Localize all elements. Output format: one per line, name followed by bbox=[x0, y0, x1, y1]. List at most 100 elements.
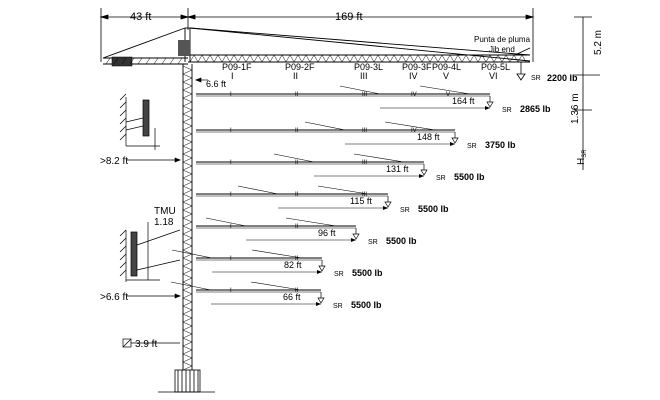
counterjib-length-label: 43 ft bbox=[130, 11, 151, 23]
lattice-member bbox=[373, 54, 379, 63]
lattice-member bbox=[345, 54, 351, 63]
tie-line bbox=[317, 185, 369, 195]
dimension-arrow bbox=[317, 270, 322, 274]
row-section-roman: III bbox=[362, 92, 367, 98]
lattice-member bbox=[333, 54, 339, 63]
lattice-member bbox=[377, 54, 383, 63]
lattice-member bbox=[477, 54, 483, 63]
mast-section-symbol bbox=[122, 338, 180, 348]
row-section-roman: I bbox=[230, 224, 232, 230]
config-load-label: 3750 lb bbox=[485, 140, 516, 150]
lattice-member bbox=[182, 197, 193, 203]
lattice-member bbox=[153, 57, 159, 65]
lattice-member bbox=[493, 54, 499, 63]
lattice-member bbox=[245, 54, 251, 63]
lattice-member bbox=[182, 161, 193, 167]
hook-offset-dimension bbox=[195, 77, 208, 83]
lattice-member bbox=[182, 133, 193, 139]
lattice-member bbox=[445, 54, 451, 63]
tower-mast bbox=[182, 64, 193, 370]
lattice-member bbox=[182, 285, 193, 291]
config-sr-label: SR bbox=[502, 107, 512, 114]
lattice-member bbox=[317, 54, 323, 63]
config-length-label: 115 ft bbox=[350, 196, 372, 206]
lattice-member bbox=[182, 229, 193, 235]
config-length-label: 66 ft bbox=[283, 292, 301, 302]
lattice-member bbox=[369, 54, 375, 63]
lattice-member bbox=[349, 54, 355, 63]
row-section-roman: I bbox=[230, 192, 232, 198]
lattice-member bbox=[182, 313, 193, 319]
mast-lattice bbox=[182, 65, 193, 371]
tie-line bbox=[237, 185, 279, 195]
lattice-member bbox=[182, 301, 193, 307]
lattice-member bbox=[393, 54, 399, 63]
section-code: P09-2F bbox=[285, 62, 315, 72]
lattice-member bbox=[353, 54, 359, 63]
hook-icon bbox=[384, 201, 392, 208]
lattice-member bbox=[233, 54, 239, 63]
lattice-member bbox=[182, 345, 193, 351]
hook-icon bbox=[420, 169, 428, 176]
hook-icon bbox=[318, 265, 326, 272]
tmu-label: TMU bbox=[154, 206, 176, 217]
lattice-member bbox=[357, 54, 363, 63]
lattice-member bbox=[501, 54, 507, 63]
lattice-member bbox=[129, 57, 135, 65]
lattice-member bbox=[182, 221, 193, 227]
hook-offset-label: 6.6 ft bbox=[206, 79, 227, 89]
lattice-member bbox=[182, 325, 193, 331]
counterweight-block bbox=[111, 56, 133, 67]
crane-jib-structure bbox=[102, 27, 531, 65]
hook-icon bbox=[317, 297, 325, 304]
dimension-arrow bbox=[485, 106, 490, 110]
lattice-member bbox=[182, 321, 193, 327]
lattice-member bbox=[182, 365, 193, 371]
lattice-member bbox=[182, 289, 193, 295]
lattice-member bbox=[182, 65, 193, 71]
lattice-member bbox=[281, 54, 287, 63]
lattice-member bbox=[413, 54, 419, 63]
lattice-member bbox=[285, 54, 291, 63]
lattice-member bbox=[237, 54, 243, 63]
section-roman: VI bbox=[489, 71, 498, 81]
row-section-roman: IV bbox=[411, 128, 417, 134]
row-section-roman: IV bbox=[411, 92, 417, 98]
dimension-arrow bbox=[351, 238, 356, 242]
wall-tie-bottom bbox=[119, 222, 181, 282]
lattice-member bbox=[405, 54, 411, 63]
lattice-member bbox=[177, 57, 183, 65]
lattice-member bbox=[182, 245, 193, 251]
jib-length-label: 169 ft bbox=[335, 11, 363, 23]
row-section-roman: II bbox=[295, 192, 299, 198]
config-load-label: 5500 lb bbox=[386, 236, 417, 246]
tie-line bbox=[304, 121, 346, 131]
lattice-member bbox=[189, 54, 195, 63]
lattice-member bbox=[517, 54, 523, 63]
section-roman: II bbox=[293, 71, 298, 81]
dimension-lines-right bbox=[574, 16, 600, 170]
config-load-label: 5500 lb bbox=[454, 172, 485, 182]
lattice-member bbox=[182, 153, 193, 159]
lattice-member bbox=[389, 54, 395, 63]
mid-height-label: 1.36 m bbox=[570, 93, 581, 124]
tmu-value: 1.18 bbox=[154, 217, 174, 228]
slewing-unit bbox=[178, 40, 190, 56]
lattice-member bbox=[182, 281, 193, 287]
lattice-member bbox=[182, 149, 193, 155]
config-load-label: 5500 lb bbox=[352, 268, 383, 278]
lattice-member bbox=[341, 54, 347, 63]
lattice-member bbox=[453, 54, 459, 63]
lattice-member bbox=[182, 209, 193, 215]
section-code: P09-5L bbox=[481, 62, 510, 72]
lattice-member bbox=[321, 54, 327, 63]
lattice-member bbox=[182, 109, 193, 115]
lattice-member bbox=[265, 54, 271, 63]
config-length-label: 82 ft bbox=[284, 260, 302, 270]
lattice-member bbox=[497, 54, 503, 63]
row-section-roman: II bbox=[295, 224, 299, 230]
lattice-member bbox=[182, 193, 193, 199]
